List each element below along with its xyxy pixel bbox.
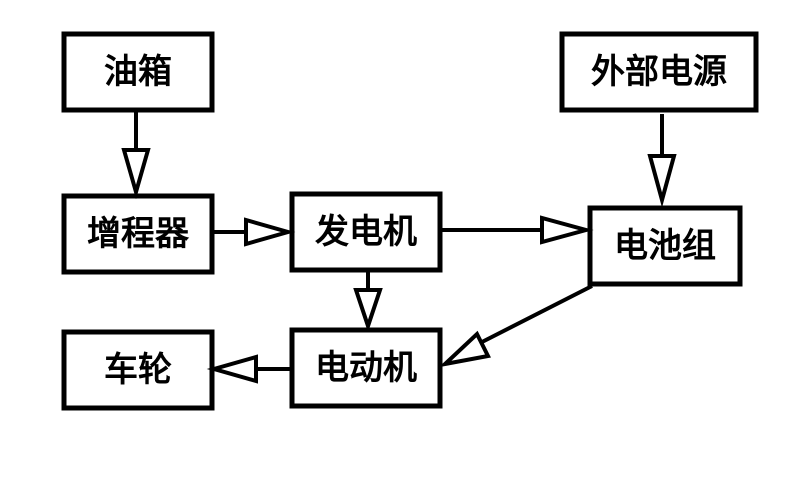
node-motor: 电动机	[289, 327, 443, 409]
edge-generator-to-battery-pack	[442, 215, 594, 245]
arrowhead-icon	[206, 354, 258, 384]
edge-battery-pack-to-motor	[438, 284, 593, 368]
arrowhead-icon	[540, 215, 594, 245]
node-external-power: 外部电源	[559, 31, 759, 113]
node-fuel-tank: 油箱	[61, 31, 215, 113]
node-wheels-label: 车轮	[104, 350, 172, 390]
node-generator: 发电机	[289, 191, 443, 273]
node-battery-pack-label: 电池组	[614, 226, 716, 266]
node-generator-label: 发电机	[315, 212, 417, 252]
arrowhead-icon	[353, 288, 383, 333]
edge-generator-to-motor	[353, 272, 383, 333]
node-fuel-tank-label: 油箱	[104, 52, 172, 92]
edge-range-extender-to-generator	[214, 217, 296, 247]
edge-motor-to-wheels	[206, 354, 290, 384]
node-battery-pack: 电池组	[587, 205, 743, 287]
node-motor-label: 电动机	[315, 348, 417, 388]
node-wheels: 车轮	[61, 329, 215, 411]
edge-external-power-to-battery-pack	[647, 114, 677, 208]
arrowhead-icon	[647, 154, 677, 208]
arrowhead-icon	[438, 330, 491, 368]
node-external-power-label: 外部电源	[591, 52, 727, 92]
arrowhead-icon	[244, 217, 296, 247]
edge-fuel-tank-to-range-extender	[121, 112, 151, 200]
node-range-extender-label: 增程器	[87, 214, 190, 254]
arrowhead-icon	[121, 148, 151, 200]
node-range-extender: 增程器	[61, 193, 215, 275]
